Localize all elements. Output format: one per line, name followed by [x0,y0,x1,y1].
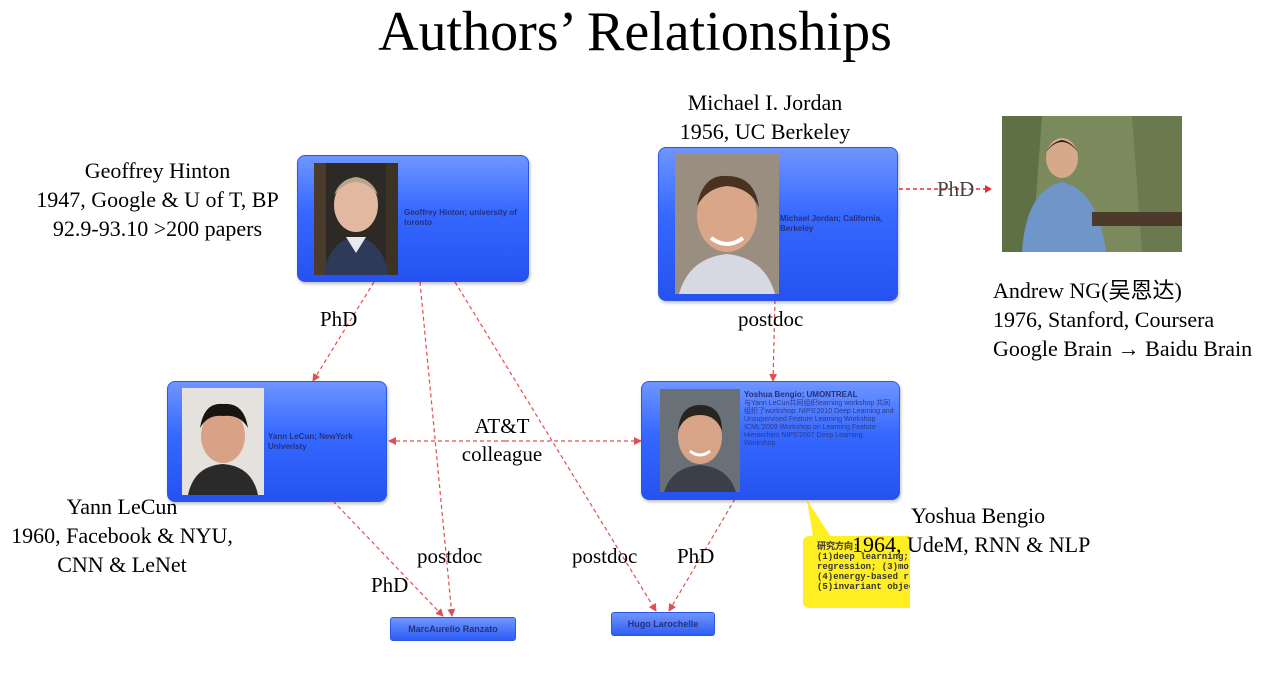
edge-label-postdoc-hinton-larochelle: postdoc [572,544,638,568]
edge-label-phd-jordan-ng: PhD [937,177,975,201]
lecun-name: Yann LeCun [66,494,178,519]
lecun-work: CNN & LeNet [57,552,187,577]
edge-label-phd-lecun-ranzato: PhD [371,573,409,597]
research-note: 研究方向: (1)deep learning; regression; (3)m… [803,536,923,608]
note-line-2: regression; (3)mo [817,562,909,572]
jordan-node[interactable]: Michael Jordan; California, Berkeley [658,147,898,301]
hinton-info: 1947, Google & U of T, BP [36,187,279,212]
lecun-node[interactable]: Yann LeCun; NewYork Univeristy [167,381,387,502]
edge-bengio-larochelle [668,498,736,612]
edge-label-phd-bengio-larochelle: PhD [677,544,715,568]
page-title: Authors’ Relationships [378,1,892,63]
note-clip [910,534,930,614]
hinton-name: Geoffrey Hinton [84,158,231,183]
note-line-1: (1)deep learning; [817,552,909,562]
edge-label-phd-hinton-lecun: PhD [320,307,358,331]
edge-label-postdoc-hinton-ranzato: postdoc [417,544,483,568]
jordan-caption: Michael I. Jordan 1956, UC Berkeley [650,88,880,146]
edge-hinton-lecun [312,281,375,382]
jordan-photo [675,154,779,294]
hinton-caption: Geoffrey Hinton 1947, Google & U of T, B… [20,156,295,243]
note-line-3: (4)energy-based r [817,572,909,582]
larochelle-node[interactable]: Hugo Larochelle [611,612,715,636]
hinton-photo [314,163,398,275]
ng-info: 1976, Stanford, Coursera [993,307,1215,332]
hinton-node-label: Geoffrey Hinton; university of toronto [404,208,517,227]
colleague-line: colleague [461,442,543,466]
bengio-caption-info: 1964, UdeM, RNN & NLP [852,532,1091,557]
edge-label-postdoc-jordan-bengio: postdoc [738,307,804,331]
bengio-caption-name: Yoshua Bengio [911,503,1046,528]
ranzato-node[interactable]: MarcAurelio Ranzato [390,617,516,641]
note-line-4: (5)invariant objec [817,582,915,592]
lecun-caption: Yann LeCun 1960, Facebook & NYU, CNN & L… [0,492,244,579]
hinton-node[interactable]: Geoffrey Hinton; university of toronto [297,155,529,282]
ng-photo [1002,116,1182,252]
bengio-node-description: 与Yann LeCun共同组织learning workshop 共同组织了wo… [744,400,894,447]
lecun-photo [182,388,264,495]
att-line: AT&T [474,414,530,438]
ng-caption: Andrew NG(吴恩达) 1976, Stanford, Coursera … [993,276,1252,363]
ng-name: Andrew NG(吴恩达) [993,278,1182,303]
lecun-node-label: Yann LeCun; NewYork Univeristy [268,432,353,451]
note-line-0: 研究方向: [817,542,859,552]
bengio-node-title: Yoshua Bengio; UMONTREAL [744,390,858,399]
ng-roles: Google Brain → Baidu Brain [993,336,1253,361]
edge-hinton-larochelle [454,281,657,612]
edge-lecun-ranzato [332,500,444,617]
bengio-node[interactable]: Yoshua Bengio; UMONTREAL 与Yann LeCun共同组织… [641,381,900,500]
bengio-node-text: Yoshua Bengio; UMONTREAL 与Yann LeCun共同组织… [744,390,894,448]
jordan-node-label: Michael Jordan; California, Berkeley [780,214,883,233]
edge-label-att: AT&T colleague [452,412,552,468]
lecun-info: 1960, Facebook & NYU, [11,523,233,548]
hinton-papers: 92.9-93.10 >200 papers [52,216,263,241]
jordan-info: 1956, UC Berkeley [679,119,851,144]
jordan-name: Michael I. Jordan [687,90,843,115]
bengio-photo [660,389,740,492]
